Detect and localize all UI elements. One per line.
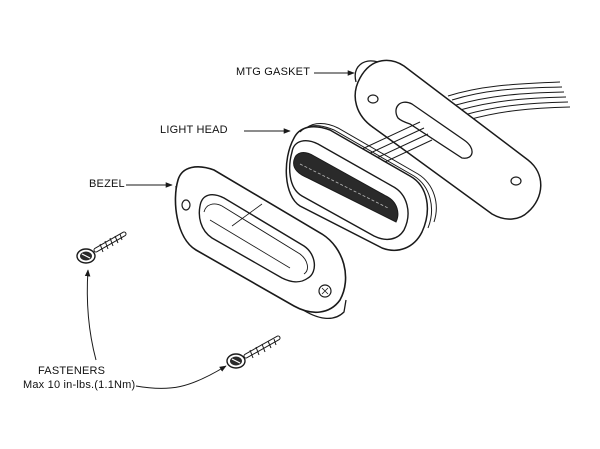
label-torque-spec: Max 10 in-lbs.(1.1Nm) — [23, 379, 136, 391]
wire-harness — [447, 81, 571, 121]
light-head — [285, 123, 437, 252]
screw-lower — [226, 335, 281, 369]
bezel — [174, 166, 347, 319]
label-fasteners: FASTENERS — [38, 365, 106, 377]
mtg-gasket — [354, 59, 542, 220]
label-mtg-gasket: MTG GASKET — [236, 66, 311, 78]
leader-lines — [84, 70, 355, 389]
arrow-fastener-upper — [84, 269, 97, 361]
screw-upper — [76, 231, 127, 264]
arrow-fastener-lower — [135, 365, 227, 389]
label-bezel: BEZEL — [89, 178, 125, 190]
label-light-head: LIGHT HEAD — [160, 124, 228, 136]
